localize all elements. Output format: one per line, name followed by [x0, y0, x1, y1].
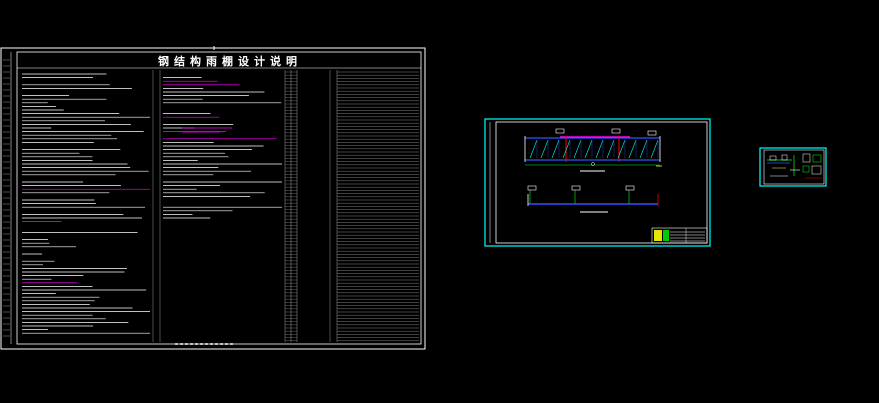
sheet2-inner-border — [495, 121, 708, 244]
detail-drawings — [767, 153, 822, 179]
sheet-details[interactable] — [759, 147, 827, 187]
sheet-design-notes[interactable]: 钢结构雨棚设计说明 — [0, 46, 426, 350]
sheet1-title: 钢结构雨棚设计说明 — [158, 54, 302, 68]
sheet3-inner-border — [763, 149, 825, 185]
sheet-elevations[interactable] — [484, 118, 711, 247]
notes-column-grid — [3, 59, 419, 342]
sheet2-title-block — [651, 227, 708, 244]
sheet3-outer-border — [759, 147, 827, 187]
sheet1-inner-border — [16, 51, 422, 345]
notes-text-lines — [22, 73, 282, 334]
sheet2-outer-border — [484, 118, 711, 247]
lower-elevation-view — [527, 185, 659, 213]
upper-elevation-view — [524, 128, 662, 172]
sheet1-outer-border — [0, 47, 426, 350]
